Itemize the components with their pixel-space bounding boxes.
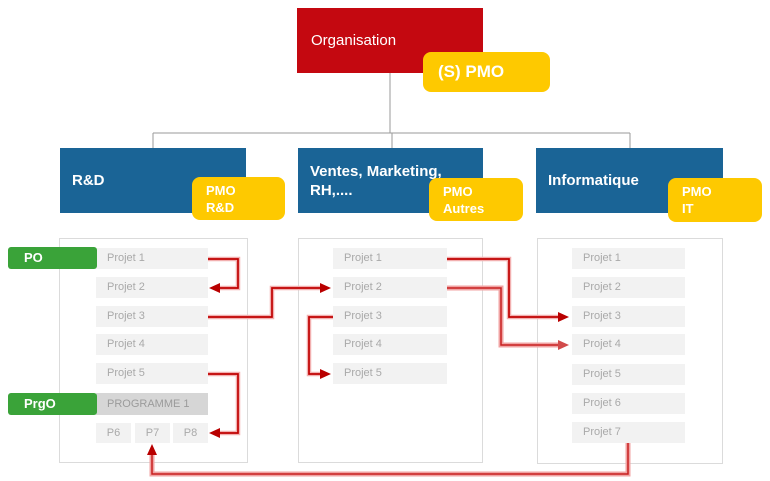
project-bar: Projet 2 bbox=[572, 277, 685, 298]
spmo-badge: (S) PMO bbox=[423, 52, 550, 92]
project-bar: Projet 1 bbox=[96, 248, 208, 269]
project-bar: Projet 5 bbox=[572, 364, 685, 385]
department-label: R&D bbox=[72, 172, 105, 189]
project-bar: Projet 5 bbox=[96, 363, 208, 384]
project-bar: Projet 3 bbox=[333, 306, 447, 327]
hierarchy-connector-lines bbox=[152, 73, 631, 148]
organisation-box: Organisation bbox=[297, 8, 483, 73]
role-tag-po: PO bbox=[8, 247, 97, 269]
project-bar: Projet 4 bbox=[572, 334, 685, 355]
project-bar: Projet 4 bbox=[96, 334, 208, 355]
pmo-badge-line: IT bbox=[682, 201, 694, 216]
pmo-rd-badge: PMO R&D bbox=[192, 177, 285, 220]
project-bar: Projet 3 bbox=[96, 306, 208, 327]
pmo-badge-line: Autres bbox=[443, 201, 485, 216]
project-bar: Projet 1 bbox=[572, 248, 685, 269]
subproject-bar: P8 bbox=[173, 423, 208, 443]
pmo-badge-line: PMO bbox=[682, 184, 712, 199]
programme-bar: PROGRAMME 1 bbox=[96, 393, 208, 415]
project-bar: Projet 2 bbox=[333, 277, 447, 298]
subproject-bar: P6 bbox=[96, 423, 131, 443]
department-label: Ventes, Marketing, RH,.... bbox=[310, 162, 442, 199]
subproject-bar: P7 bbox=[135, 423, 170, 443]
pmo-autres-badge: PMO Autres bbox=[429, 178, 523, 221]
pmo-badge-line: PMO bbox=[206, 183, 236, 198]
role-tag-prgo: PrgO bbox=[8, 393, 97, 415]
pmo-badge-line: PMO bbox=[443, 184, 473, 199]
project-bar: Projet 5 bbox=[333, 363, 447, 384]
department-label: Informatique bbox=[548, 172, 639, 189]
pmo-badge-line: R&D bbox=[206, 200, 235, 215]
project-bar: Projet 1 bbox=[333, 248, 447, 269]
project-bar: Projet 2 bbox=[96, 277, 208, 298]
project-bar: Projet 3 bbox=[572, 306, 685, 327]
pmo-it-badge: PMO IT bbox=[668, 178, 762, 222]
project-bar: Projet 4 bbox=[333, 334, 447, 355]
project-bar: Projet 7 bbox=[572, 422, 685, 443]
project-bar: Projet 6 bbox=[572, 393, 685, 414]
